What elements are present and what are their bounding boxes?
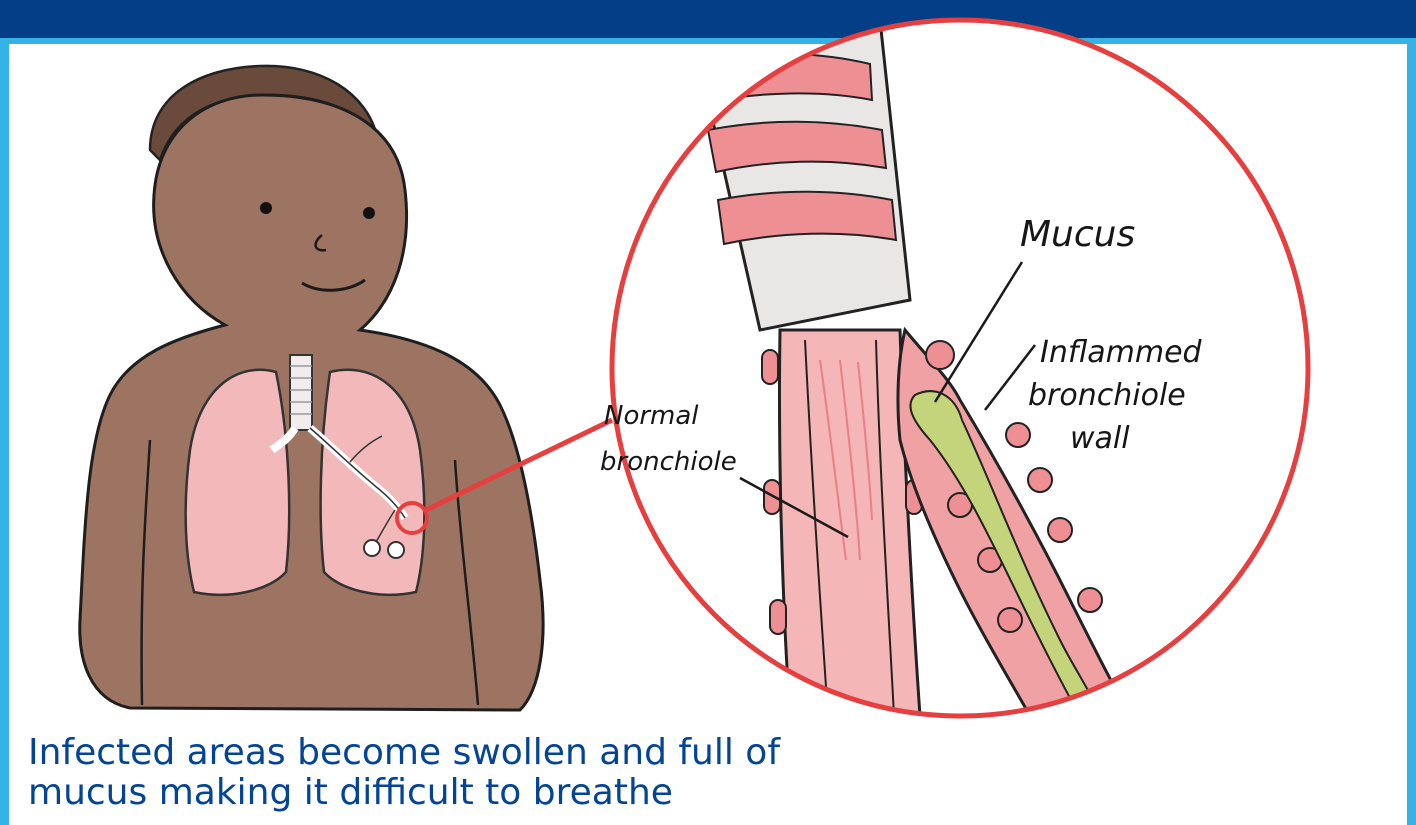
label-inflamed-line3: wall [1070, 421, 1130, 456]
label-mucus: Mucus [1020, 214, 1135, 255]
magnified-view: Mucus Inflammed bronchiole wall Normal b… [600, 20, 1308, 716]
label-normal-line2: bronchiole [600, 447, 737, 477]
left-eye [260, 202, 272, 214]
label-inflamed-line1: Inflammed [1040, 335, 1203, 370]
label-inflamed-line2: bronchiole [1028, 378, 1186, 413]
caption: Infected areas become swollen and full o… [28, 733, 928, 813]
caption-line-1: Infected areas become swollen and full o… [28, 733, 928, 773]
caption-line-2: mucus making it difficult to breathe [28, 773, 928, 813]
label-normal-line1: Normal [604, 401, 699, 431]
right-eye [363, 207, 375, 219]
child-figure [80, 66, 543, 710]
